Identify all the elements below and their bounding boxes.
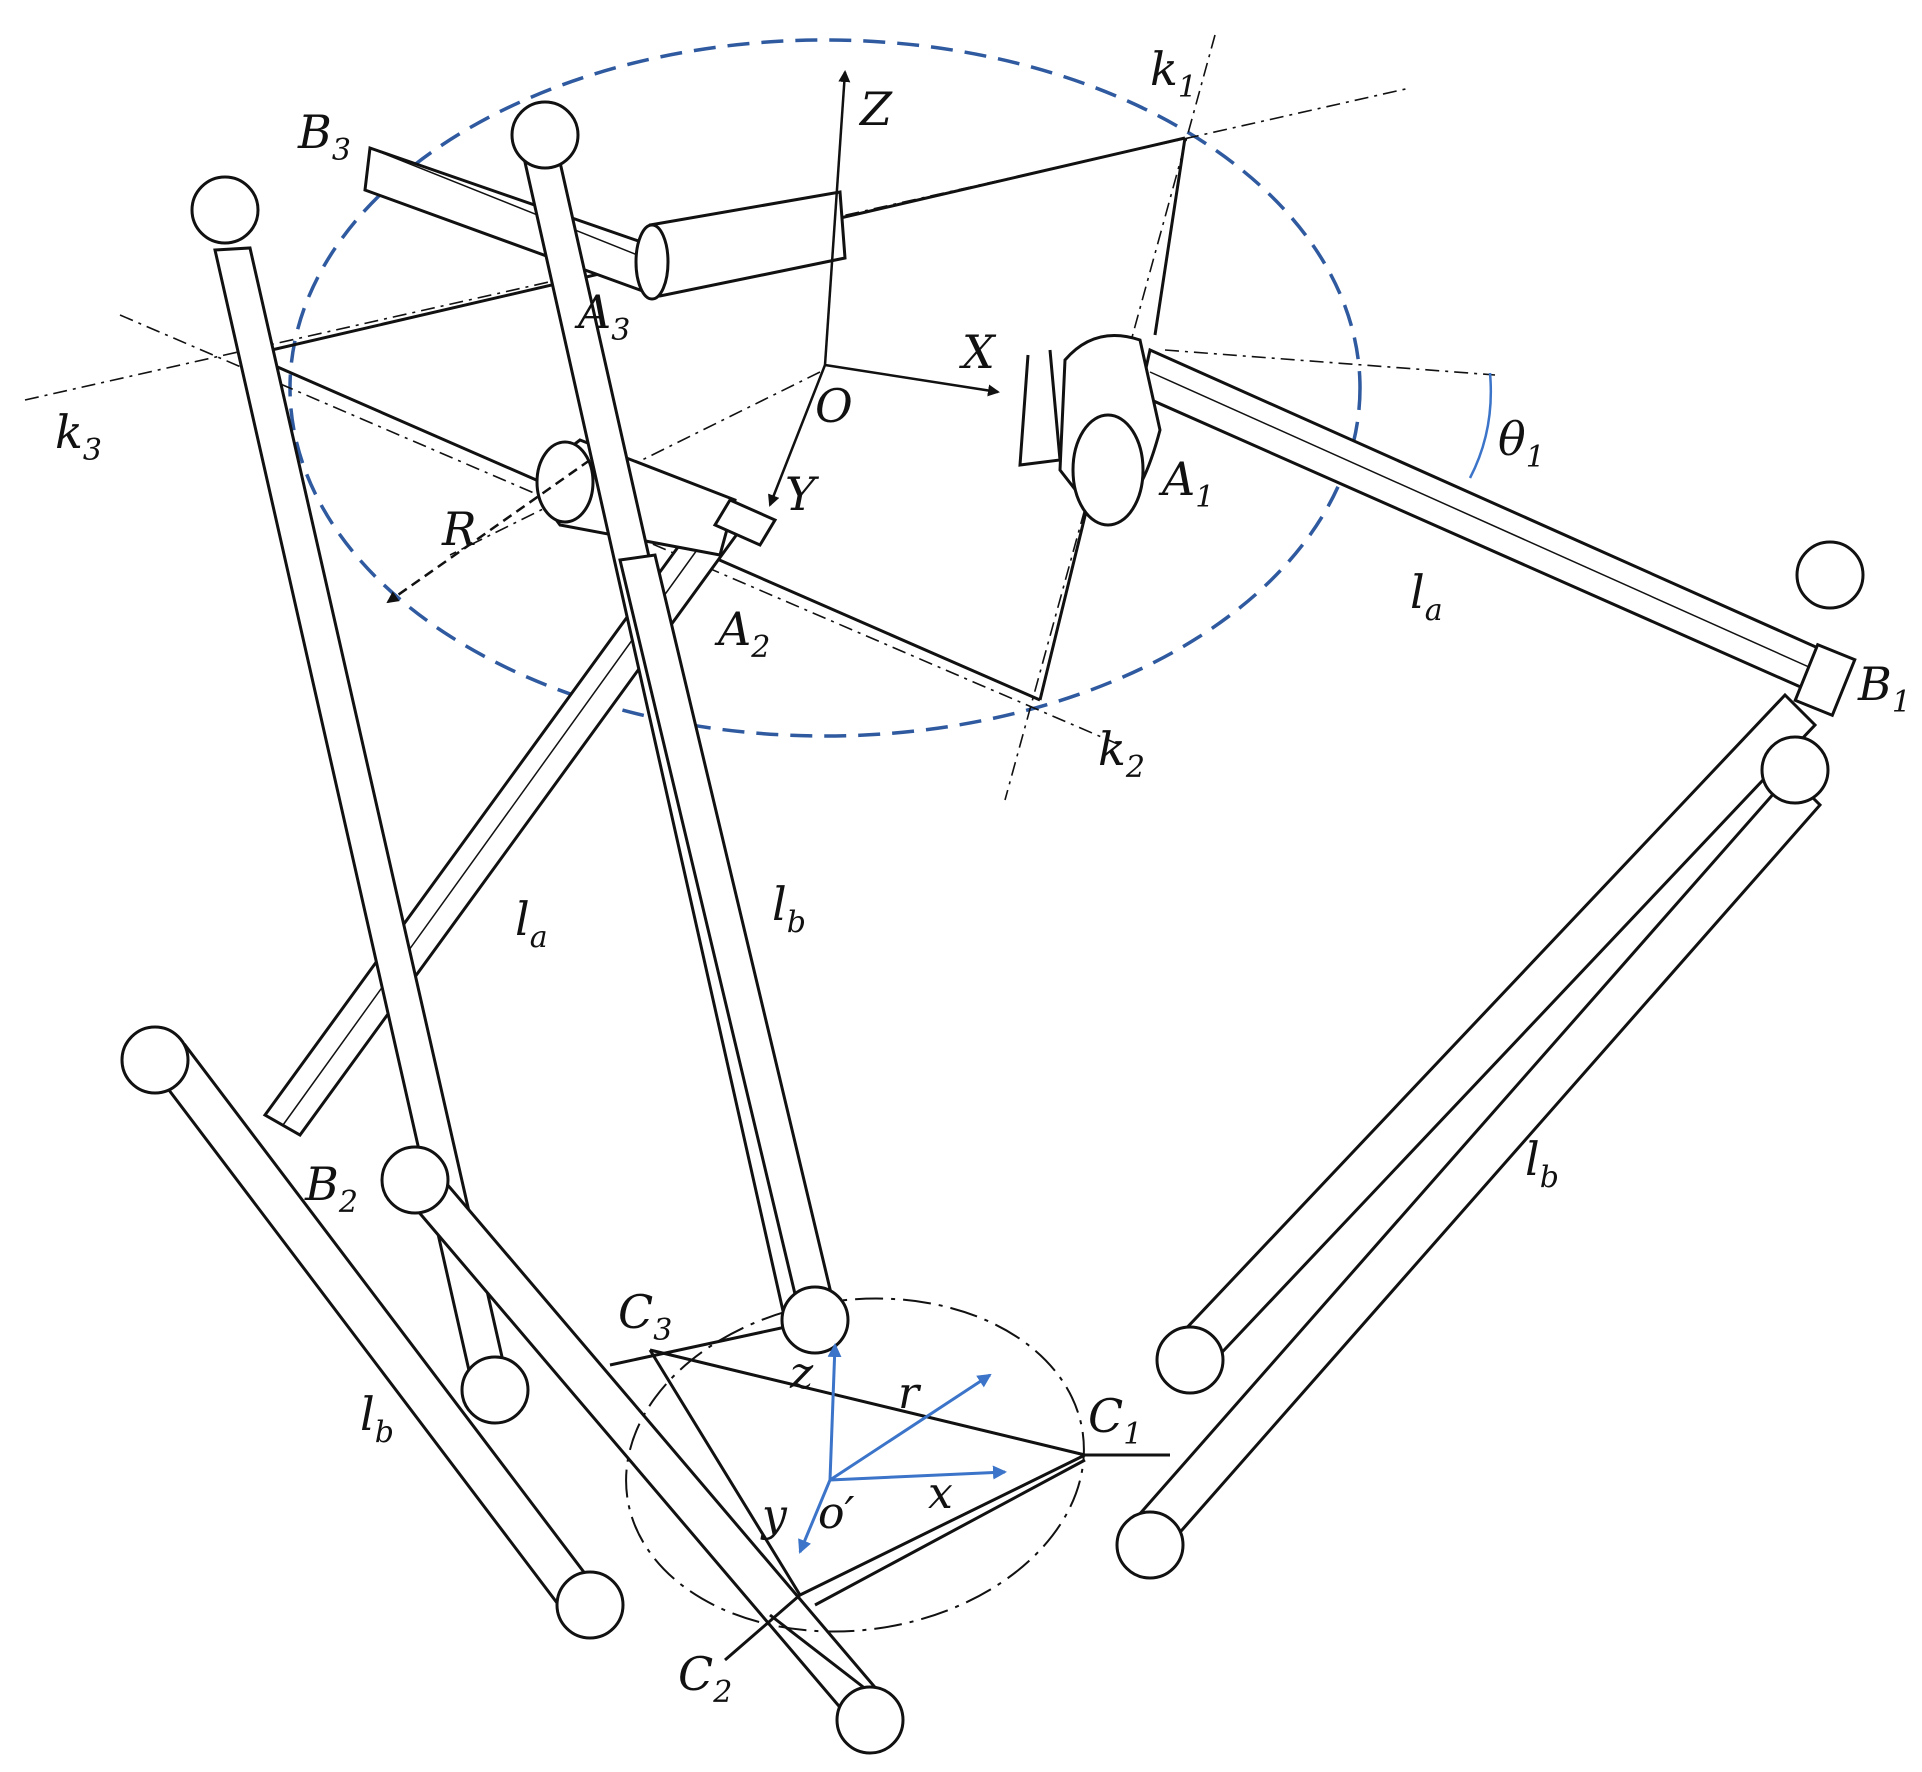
label-k1: k1 [1150, 42, 1197, 105]
label-A2: A2 [714, 602, 770, 665]
theta1-arc [1468, 372, 1493, 479]
label-theta1: θ1 [1498, 412, 1545, 475]
label-A1: A1 [1158, 452, 1214, 515]
lower-links [147, 138, 1823, 1727]
label-y-small: y [760, 1490, 788, 1541]
label-C2: C2 [678, 1647, 732, 1710]
spherical-joints [120, 100, 1865, 1755]
label-X: X [959, 325, 997, 379]
label-o-prime: o′ [818, 1488, 854, 1539]
label-lb-left: lb [360, 1387, 394, 1450]
label-lb-mid: lb [772, 877, 806, 940]
label-B1: B1 [1857, 657, 1911, 720]
label-z-small: z [789, 1348, 814, 1399]
label-Y: Y [785, 467, 820, 521]
label-k2: k2 [1098, 722, 1145, 785]
label-Z: Z [858, 82, 893, 136]
label-O: O [815, 379, 853, 433]
moving-platform [609, 1323, 1170, 1702]
label-la-right: la [1410, 565, 1443, 628]
upper-arm-1 [1138, 347, 1857, 718]
motor-3 [634, 190, 847, 301]
label-C3: C3 [618, 1285, 672, 1348]
upper-arm-3 [363, 145, 652, 292]
label-lb-right: lb [1525, 1132, 1559, 1195]
label-k3: k3 [55, 405, 102, 468]
label-C1: C1 [1088, 1389, 1142, 1452]
platform-frame [798, 1343, 1007, 1554]
label-A3: A3 [574, 285, 630, 348]
motor-1 [1018, 334, 1162, 527]
upper-arm-2 [262, 508, 743, 1137]
label-B3: B3 [297, 105, 351, 168]
label-la-left: la [515, 892, 548, 955]
global-frame [386, 70, 1000, 604]
label-x-small: x [928, 1468, 953, 1519]
label-r-small: r [898, 1368, 922, 1419]
label-B2: B2 [304, 1157, 358, 1220]
motor-2 [535, 438, 778, 557]
label-R: R [441, 502, 477, 556]
